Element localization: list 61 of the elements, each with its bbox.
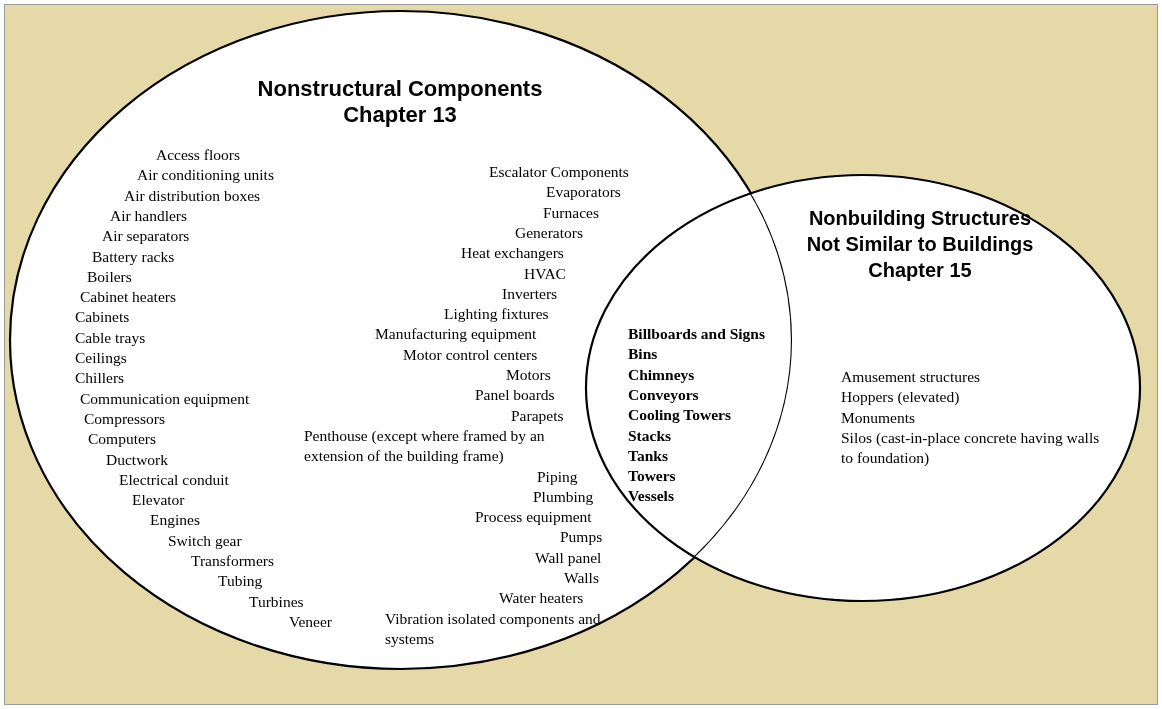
item-text: Cabinets	[75, 307, 130, 328]
item-text: Walls	[564, 568, 599, 588]
item-text: Access floors	[156, 145, 240, 165]
item-text: Process equipment	[475, 507, 592, 528]
item-text: Motor control centers	[403, 344, 538, 365]
item-text: Battery racks	[92, 246, 175, 267]
item-text: Wall panel	[535, 547, 602, 568]
shared-item-text: Tanks	[628, 445, 668, 466]
item-text: Cable trays	[75, 327, 146, 348]
item-text: Vibration isolated components and systems	[385, 608, 602, 649]
item-text: Escalator Components	[489, 162, 629, 182]
item-text: Piping	[537, 466, 578, 487]
item-text: Air conditioning units	[137, 165, 274, 186]
item-text: Chillers	[75, 368, 125, 389]
item-text: Switch gear	[168, 530, 242, 551]
item-text: Turbines	[249, 591, 304, 612]
item-text: Heat exchangers	[461, 243, 564, 264]
item-text: Computers	[88, 429, 157, 450]
shared-item-text: Towers	[628, 466, 676, 487]
item-text: Penthouse (except where framed by an extension of the building frame)	[304, 425, 546, 466]
shared-item-text: Stacks	[628, 425, 672, 446]
item-text: Panel boards	[475, 385, 555, 406]
item-text: Monuments	[841, 407, 916, 428]
item-text: Parapets	[511, 405, 564, 426]
item-text: Water heaters	[499, 588, 584, 609]
item-text: Compressors	[84, 408, 165, 429]
item-text: Cabinet heaters	[80, 287, 176, 308]
item-text: Tubing	[218, 571, 263, 592]
circle-heading: Nonbuilding Structures Not Similar to Buildings Chapter 15	[805, 206, 1035, 283]
item-text: Evaporators	[546, 182, 621, 203]
item-text: Ceilings	[75, 348, 127, 368]
item-text: Amusement structures	[841, 367, 981, 387]
item-text: Veneer	[289, 611, 333, 632]
item-text: Motors	[506, 365, 551, 385]
shared-item-text: Billboards and Signs	[628, 324, 765, 344]
item-text: Plumbing	[533, 486, 594, 507]
item-text: Hoppers (elevated)	[841, 387, 960, 408]
item-text: Air distribution boxes	[124, 185, 261, 206]
item-text: Boilers	[87, 266, 132, 287]
item-text: Generators	[515, 222, 583, 243]
item-text: Electrical conduit	[119, 469, 229, 490]
item-text: Air separators	[102, 226, 190, 247]
item-text: Communication equipment	[80, 388, 250, 409]
shared-item-text: Conveyors	[628, 384, 699, 405]
item-text: Inverters	[502, 283, 558, 304]
item-text: Pumps	[560, 527, 603, 548]
item-text: Lighting fixtures	[444, 304, 549, 325]
item-text: Ductwork	[106, 449, 168, 470]
item-text: Manufacturing equipment	[375, 324, 537, 345]
item-text: Transformers	[191, 551, 274, 571]
item-text: Engines	[150, 510, 200, 531]
item-text: Air handlers	[110, 205, 188, 226]
circle-heading: Nonstructural Components Chapter 13	[256, 76, 544, 128]
shared-item-text: Bins	[628, 344, 658, 365]
item-text: Furnaces	[543, 202, 599, 223]
item-text: Silos (cast-in-place concrete having walls to foundation)	[841, 427, 1101, 468]
shared-item-text: Chimneys	[628, 364, 695, 385]
item-text: HVAC	[524, 263, 566, 284]
shared-item-text: Cooling Towers	[628, 405, 731, 426]
item-text: Elevator	[132, 490, 185, 511]
shared-item-text: Vessels	[628, 486, 674, 507]
